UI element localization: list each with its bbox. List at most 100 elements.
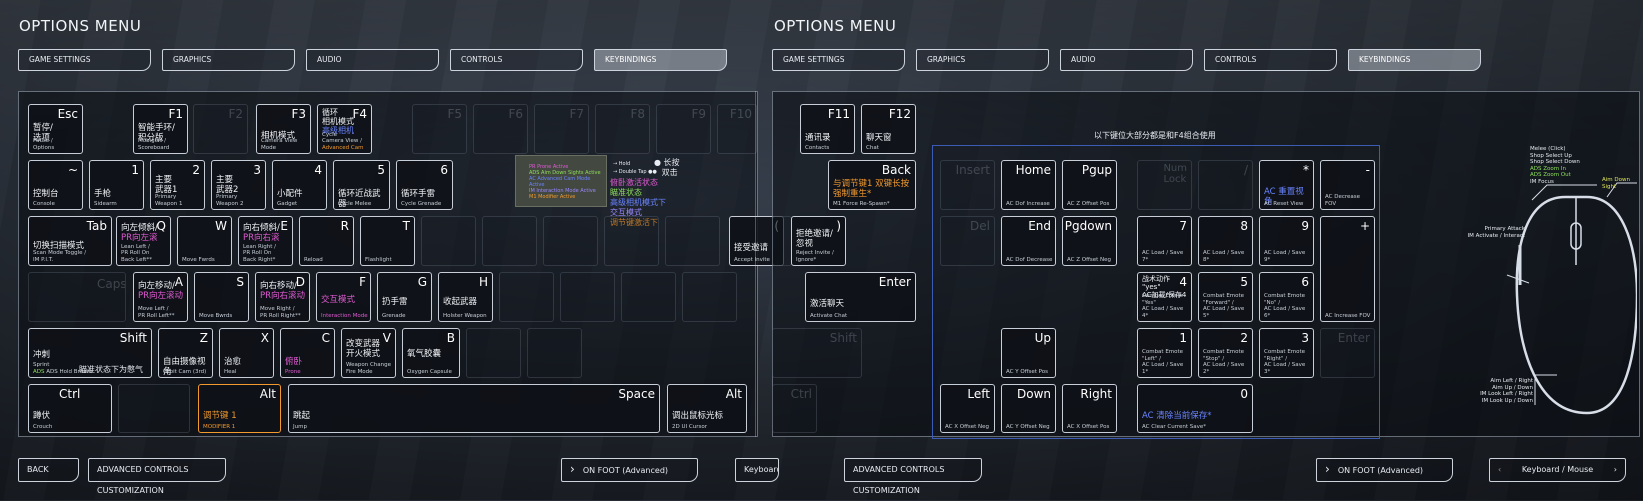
key-a[interactable]: A 向左移动/PR向左滚动 Move Left /PR Roll Left** bbox=[133, 272, 188, 322]
key-g[interactable]: G 扔手雷 Grenade bbox=[377, 272, 432, 322]
key-l[interactable] bbox=[621, 272, 676, 322]
tab-controls[interactable]: CONTROLS bbox=[1204, 49, 1337, 71]
key-alt[interactable]: Alt 调节键 1 MODIFIER 1 bbox=[198, 384, 281, 433]
key-numpad-divide[interactable]: / bbox=[1198, 160, 1253, 210]
key-insert[interactable]: Insert bbox=[940, 160, 995, 210]
key-r[interactable]: R Reload bbox=[299, 216, 354, 266]
key-numpad-enter[interactable]: Enter bbox=[1320, 328, 1375, 378]
key-esc[interactable]: Esc 暂停/ 选项 Pause / Options bbox=[28, 104, 83, 154]
key-tab[interactable]: Tab 切换扫描模式 Scan Mode Toggle /IM P.I.T. bbox=[28, 216, 112, 266]
tab-graphics[interactable]: GRAPHICS bbox=[916, 49, 1049, 71]
key-caps[interactable]: Caps bbox=[28, 272, 126, 322]
key-numpad-multiply[interactable]: * AC 重置视角 AC Reset View bbox=[1259, 160, 1314, 210]
key-2[interactable]: 2 主要 武器1 Primary Weapon 1 bbox=[150, 160, 205, 210]
key-enter[interactable]: Enter 激活聊天 Activate Chat bbox=[805, 272, 916, 322]
key-ctrl-right[interactable]: Ctrl bbox=[772, 384, 817, 433]
key-win[interactable] bbox=[118, 384, 190, 433]
key-f9[interactable]: F9 bbox=[656, 104, 711, 154]
key-i[interactable] bbox=[543, 216, 598, 266]
key-p[interactable] bbox=[665, 216, 720, 266]
key-right[interactable]: Right AC X Offset Pos bbox=[1062, 384, 1117, 433]
key-6[interactable]: 6 循环手雷 Cycle Grenade bbox=[396, 160, 453, 210]
device-selector[interactable]: ‹ Keyboard / Mouse › bbox=[1489, 458, 1626, 482]
key-v[interactable]: V 改变武器 开火模式 Weapon Change Fire Mode bbox=[341, 328, 396, 378]
key-4[interactable]: 4 小配件 Gadget bbox=[272, 160, 327, 210]
tab-audio[interactable]: AUDIO bbox=[306, 49, 439, 71]
key-delete[interactable]: Del bbox=[940, 216, 995, 266]
key-down[interactable]: Down AC Y Offset Neg bbox=[1001, 384, 1056, 433]
advanced-controls-button[interactable]: ADVANCED CONTROLS CUSTOMIZATION bbox=[88, 458, 226, 495]
key-end[interactable]: End AC Dof Decrease bbox=[1001, 216, 1056, 266]
key-numpad-9[interactable]: 9 AC Load / Save 9* bbox=[1259, 216, 1314, 266]
key-e[interactable]: E 向右倾斜/PR向右滚 Lean Right /PR Roll On Back… bbox=[238, 216, 293, 266]
tab-game-settings[interactable]: GAME SETTINGS bbox=[772, 49, 905, 71]
key-f1[interactable]: F1 智能手环/ 积分版 Mobiglas / Scoreboard bbox=[133, 104, 188, 154]
key-f11[interactable]: F11 通讯录 Contacts bbox=[800, 104, 855, 154]
key-z[interactable]: Z 自由摄像视角 Orbit Cam (3rd) bbox=[158, 328, 213, 378]
key-bracket-right[interactable]: ) 拒绝邀请/ 忽视 Reject Invite / Ignore* bbox=[791, 216, 846, 266]
device-selector[interactable]: Keyboard / Mouse bbox=[735, 458, 779, 482]
key-5[interactable]: 5 循环近战武器 Cycle Melee bbox=[333, 160, 390, 210]
key-d[interactable]: D 向右移动/PR向右滚动 Move Right /PR Roll Right*… bbox=[255, 272, 310, 322]
key-left[interactable]: Left AC X Offset Neg bbox=[940, 384, 995, 433]
key-grave[interactable]: ~ 控制台 Console bbox=[28, 160, 83, 210]
key-j[interactable] bbox=[499, 272, 554, 322]
key-shift-right[interactable]: Shift bbox=[772, 328, 862, 378]
key-f10[interactable]: F10 bbox=[717, 104, 757, 154]
key-q[interactable]: Q 向左倾斜/PR向左滚 Lean Left /PR Roll On Back … bbox=[116, 216, 171, 266]
tab-keybindings[interactable]: KEYBINDINGS bbox=[594, 49, 727, 71]
key-numpad-plus[interactable]: + AC Increase FOV bbox=[1320, 216, 1375, 322]
key-numpad-4[interactable]: 4 战术动作 "yes" AC加载/保存4 Combat Emote "Yes"… bbox=[1137, 272, 1192, 322]
key-3[interactable]: 3 主要 武器2 Primary Weapon 2 bbox=[211, 160, 266, 210]
key-f5[interactable]: F5 bbox=[412, 104, 467, 154]
tab-audio[interactable]: AUDIO bbox=[1060, 49, 1193, 71]
tab-keybindings[interactable]: KEYBINDINGS bbox=[1348, 49, 1481, 71]
key-up[interactable]: Up AC Y Offset Pos bbox=[1001, 328, 1056, 378]
key-space[interactable]: Space 跳起 Jump bbox=[288, 384, 660, 433]
key-s[interactable]: S Move Bwrds bbox=[194, 272, 249, 322]
key-h[interactable]: H 收起武器 Holster Weapon bbox=[438, 272, 493, 322]
key-t[interactable]: T Flashlight bbox=[360, 216, 415, 266]
key-ctrl[interactable]: Ctrl 蹲伏 Crouch bbox=[28, 384, 112, 433]
key-numpad-2[interactable]: 2 Combat Emote "Stop" /AC Load / Save 2* bbox=[1198, 328, 1253, 378]
key-numpad-6[interactable]: 6 Combat Emote "No" /AC Load / Save 6* bbox=[1259, 272, 1314, 322]
key-f6[interactable]: F6 bbox=[473, 104, 528, 154]
key-b[interactable]: B 氧气胶囊 Oxygen Capsule bbox=[402, 328, 460, 378]
key-w[interactable]: W Move Fwrds bbox=[177, 216, 232, 266]
mode-selector[interactable]: ›ON FOOT (Advanced) bbox=[1316, 458, 1453, 482]
key-u[interactable] bbox=[482, 216, 537, 266]
tab-game-settings[interactable]: GAME SETTINGS bbox=[18, 49, 151, 71]
key-n[interactable] bbox=[466, 328, 521, 378]
key-c[interactable]: C 俯卧 Prone bbox=[280, 328, 335, 378]
key-f3[interactable]: F3 相机模式 Camera View Mode bbox=[256, 104, 311, 154]
key-m[interactable] bbox=[527, 328, 582, 378]
key-f8[interactable]: F8 bbox=[595, 104, 650, 154]
key-f[interactable]: F 交互模式 Interaction Mode bbox=[316, 272, 371, 322]
tab-controls[interactable]: CONTROLS bbox=[450, 49, 583, 71]
key-pgdown[interactable]: Pgdown AC Z Offset Neg bbox=[1062, 216, 1117, 266]
key-backspace[interactable]: Back 与调节键1 双键长按 强制重生* M1 Force Re-Spawn* bbox=[828, 160, 916, 210]
key-o[interactable] bbox=[604, 216, 659, 266]
key-numlock[interactable]: Num Lock bbox=[1137, 160, 1192, 210]
key-k[interactable] bbox=[560, 272, 615, 322]
key-home[interactable]: Home AC Dof Increase bbox=[1001, 160, 1056, 210]
key-f2[interactable]: F2 bbox=[193, 104, 248, 154]
key-numpad-minus[interactable]: - AC Decrease FOV bbox=[1320, 160, 1375, 210]
key-numpad-1[interactable]: 1 Combat Emote "Left" /AC Load / Save 1* bbox=[1137, 328, 1192, 378]
key-x[interactable]: X 治愈 Heal bbox=[219, 328, 274, 378]
key-numpad-8[interactable]: 8 AC Load / Save 8* bbox=[1198, 216, 1253, 266]
key-f4[interactable]: F4 循环 相机模式高级相机 Cycle Camera View /Advanc… bbox=[317, 104, 372, 154]
key-f12[interactable]: F12 聊天窗 Chat bbox=[861, 104, 916, 154]
key-semicolon[interactable] bbox=[682, 272, 737, 322]
key-numpad-3[interactable]: 3 Combat Emote "Right" /AC Load / Save 3… bbox=[1259, 328, 1314, 378]
tab-graphics[interactable]: GRAPHICS bbox=[162, 49, 295, 71]
mode-selector[interactable]: ›ON FOOT (Advanced) bbox=[561, 458, 698, 482]
key-right-alt[interactable]: Alt 调出鼠标光标 2D UI Cursor bbox=[667, 384, 747, 433]
key-y[interactable] bbox=[421, 216, 476, 266]
key-1[interactable]: 1 手枪 Sidearm bbox=[89, 160, 144, 210]
key-numpad-0[interactable]: 0 AC 清除当前保存* AC Clear Current Save* bbox=[1137, 384, 1253, 433]
key-bracket-left-partial[interactable] bbox=[772, 216, 792, 266]
back-button[interactable]: BACK bbox=[18, 458, 79, 482]
key-pgup[interactable]: Pgup AC Z Offset Pos bbox=[1062, 160, 1117, 210]
